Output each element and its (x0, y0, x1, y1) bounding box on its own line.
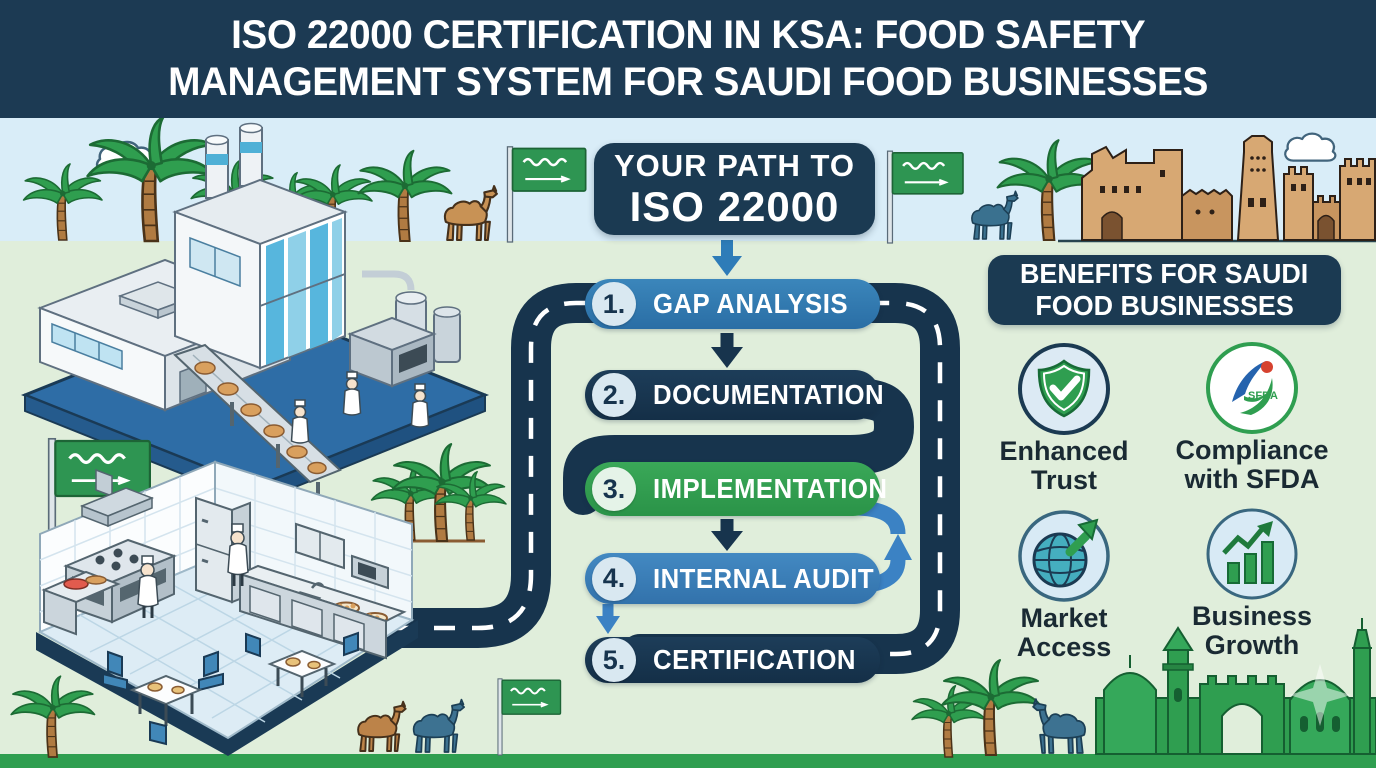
sfda-logo-icon: SFDA (1206, 342, 1298, 434)
certification-road-path (376, 283, 960, 674)
step-label: CERTIFICATION (653, 644, 856, 675)
path-box-line1: YOUR PATH TO (613, 148, 856, 183)
poster-title-line1: ISO 22000 CERTIFICATION IN KSA: FOOD SAF… (230, 13, 1146, 57)
benefit-enhanced-trust: Enhanced Trust (969, 341, 1159, 495)
factory-illustration (20, 122, 490, 505)
kitchen-illustration (36, 460, 418, 756)
benefit-market-access: Market Access (969, 508, 1159, 662)
step2-to-step3-connector (563, 378, 915, 515)
benefits-title-line1: BENEFITS FOR SAUDI (1020, 258, 1309, 289)
benefit-compliance-sfda: SFDA Compliance with SFDA (1157, 340, 1347, 494)
step-number-badge: 1. (592, 282, 636, 326)
camel-icon (1032, 698, 1086, 754)
camel-icon (412, 698, 466, 753)
benefit-label: Growth (1204, 630, 1300, 660)
camel-icon (357, 700, 407, 752)
poster-title-line2: MANAGEMENT SYSTEM FOR SAUDI FOOD BUSINES… (168, 60, 1208, 104)
flow-arrow (596, 240, 743, 634)
compass-star-icon (1289, 664, 1351, 726)
step-implementation: 3. IMPLEMENTATION (585, 462, 887, 516)
factory-worker (290, 371, 430, 444)
step-number-badge: 3. (592, 467, 636, 511)
poster-header: ISO 22000 CERTIFICATION IN KSA: FOOD SAF… (0, 0, 1376, 118)
path-box-line2: ISO 22000 (629, 183, 840, 230)
mosque-skyline-illustration (1095, 618, 1376, 755)
step-gap-analysis: 1. GAP ANALYSIS (585, 279, 880, 329)
step-label: DOCUMENTATION (653, 379, 885, 410)
growth-chart-icon (1206, 508, 1298, 600)
benefits-title-box: BENEFITS FOR SAUDI FOOD BUSINESSES (988, 255, 1341, 325)
bottom-green-strip (0, 754, 1376, 768)
benefit-label: Business (1191, 601, 1313, 631)
your-path-box: YOUR PATH TO ISO 22000 (594, 143, 875, 235)
benefit-label: Market (1020, 603, 1108, 633)
camel-icon (971, 190, 1019, 240)
dining-table (102, 631, 359, 746)
step-certification: 5. CERTIFICATION (585, 637, 880, 683)
step-label: GAP ANALYSIS (653, 288, 848, 319)
benefit-label: with SFDA (1184, 464, 1320, 494)
saudi-flag-icon (886, 149, 965, 245)
benefit-label: Trust (1030, 465, 1097, 495)
desert-fort-illustration (1058, 135, 1376, 243)
step-number-badge: 5. (592, 638, 636, 682)
benefit-label: Enhanced (999, 436, 1129, 466)
benefits-title-line2: FOOD BUSINESSES (1035, 290, 1294, 321)
conveyor-food-items (194, 361, 327, 475)
step-label: IMPLEMENTATION (653, 473, 888, 504)
chef-figure (137, 523, 249, 618)
road-dashed-centerline (396, 300, 943, 657)
step-internal-audit: 4. INTERNAL AUDIT (585, 553, 880, 604)
step-number-badge: 2. (592, 373, 636, 417)
shield-check-icon (1018, 343, 1110, 435)
benefit-business-growth: Business Growth (1157, 506, 1347, 660)
step-number-badge: 4. (592, 556, 636, 601)
saudi-flag-icon (496, 677, 562, 757)
step-documentation: 2. DOCUMENTATION (585, 370, 884, 420)
svg-text:SFDA: SFDA (1248, 390, 1278, 402)
benefit-label: Compliance (1175, 435, 1329, 465)
step-label: INTERNAL AUDIT (653, 562, 875, 594)
benefit-label: Access (1016, 632, 1112, 662)
globe-arrow-icon (1018, 510, 1110, 602)
camel-icon (443, 185, 498, 242)
cloud-icon (1284, 132, 1337, 162)
saudi-flag-icon (506, 145, 587, 244)
